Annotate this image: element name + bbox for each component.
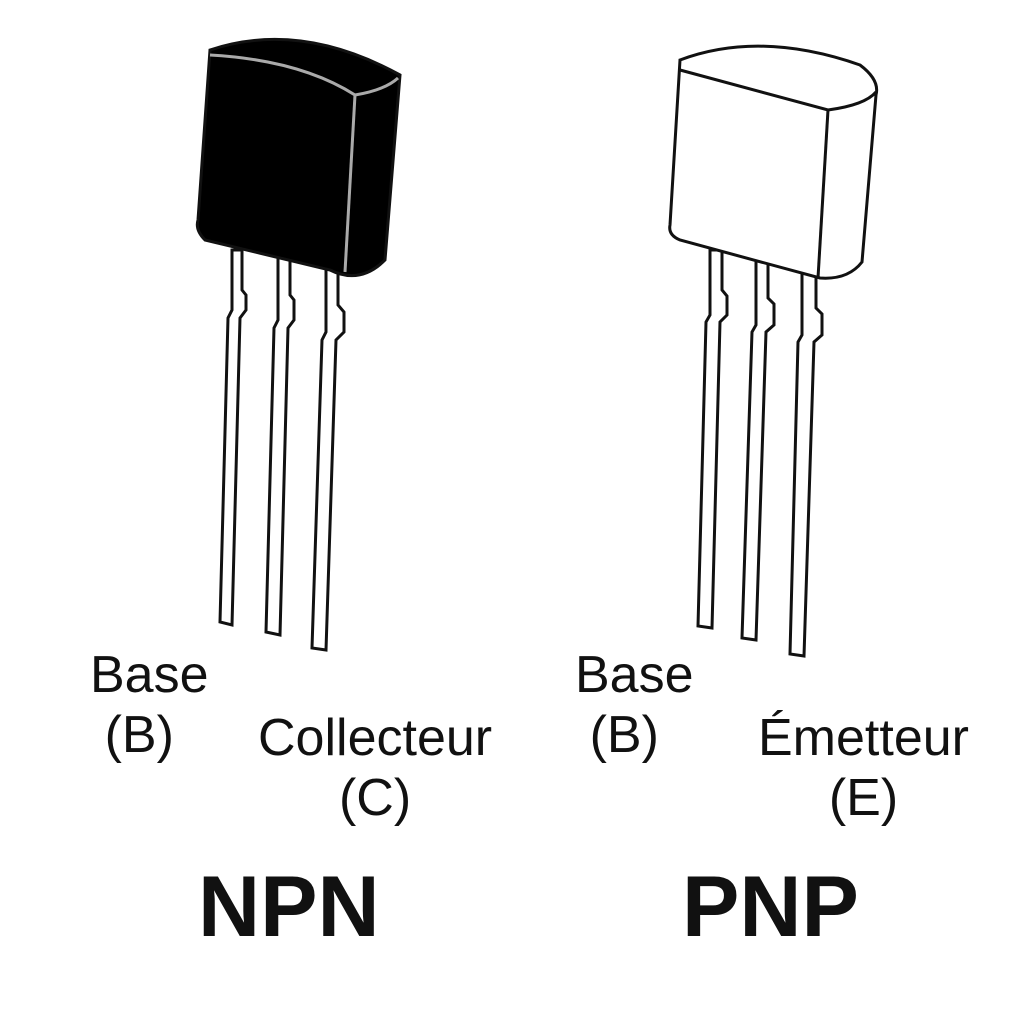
npn-collector-name: Collecteur: [258, 709, 493, 767]
pnp-base-label: Base(B): [575, 645, 694, 765]
npn-transistor: [195, 37, 402, 652]
pnp-emitter-name: Émetteur: [758, 709, 969, 767]
pnp-title: PNP: [682, 859, 859, 955]
npn-base-label: Base(B): [90, 645, 209, 765]
pnp-leads: [696, 248, 824, 658]
npn-collector-abbr: (C): [338, 769, 412, 827]
pnp-base-abbr: (B): [589, 706, 659, 764]
pnp-emitter-abbr: (E): [828, 769, 899, 827]
pnp-base-name: Base: [575, 646, 694, 704]
pnp-emitter-label: Émetteur(E): [758, 708, 969, 828]
npn-collector-label: Collecteur(C): [258, 708, 492, 828]
npn-base-abbr: (B): [104, 706, 174, 764]
pnp-transistor: [668, 44, 879, 658]
npn-title: NPN: [198, 859, 380, 955]
pnp-body: [668, 44, 879, 280]
npn-body: [195, 37, 402, 278]
npn-base-name: Base: [90, 646, 209, 704]
npn-leads: [218, 248, 346, 652]
